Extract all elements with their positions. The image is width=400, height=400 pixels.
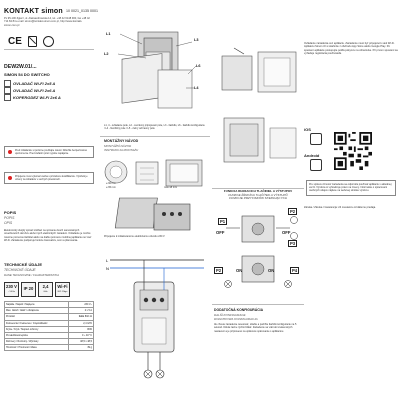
dim-2: ⌀ 65 mm xyxy=(106,186,116,189)
config-subtitle-2: DODATKOWA KONFIGURACJA xyxy=(214,317,258,321)
dim-3: max 48 mm xyxy=(164,186,178,189)
brand-simon: simon xyxy=(41,8,63,15)
p2-label-bottom: P2 xyxy=(214,267,224,274)
callout-l6: L6 xyxy=(196,64,201,68)
ce-mark-icon: CE xyxy=(8,36,22,47)
install-subtitle-2: INSTRUKCJA MONTAŻU xyxy=(104,148,139,152)
variant-1: OVLADAČ Wi-Fi 2x5 A xyxy=(4,80,55,87)
device-insert-diagram xyxy=(114,197,191,231)
p2-label: P2 xyxy=(288,208,298,215)
middle-column: L1 L2 L3 L6 L4 L1, 4 - ovládacie pole, L… xyxy=(100,2,210,398)
divider xyxy=(212,304,304,305)
install-step-diagram xyxy=(221,47,297,93)
brand-logo: KONTAKT simon xyxy=(4,8,63,15)
divider xyxy=(212,188,304,189)
weee-bin-icon xyxy=(27,36,37,47)
model-code: DEW2W.01/... xyxy=(4,64,37,70)
warning-box-2: Pripojenie musí vykonať osoba s príslušn… xyxy=(4,172,94,185)
on-label-1: ON xyxy=(236,268,243,273)
tech-subtitle-2: DANE TECHNICZNE / CHARAKTERISTIKA xyxy=(4,273,60,277)
cover-mount-diagram xyxy=(223,117,297,163)
app-column: Ovládanie zariadenia cez aplikáciu. Zari… xyxy=(304,2,398,398)
android-label: Android xyxy=(304,153,320,158)
install-title: MONTÁŽNY NÁVOD xyxy=(104,139,139,143)
qr-code-icon xyxy=(334,132,372,170)
functions-title: FUNKCIA RIADIACICH TLAČIDIEL A VÝSTUPOV … xyxy=(223,189,293,201)
callout-l2: L2 xyxy=(104,52,109,56)
p4-label: P4 xyxy=(290,267,300,274)
wifi-badge: Wi-Fi 802.11bgn xyxy=(55,282,70,297)
warranty-text: Záruka / Záruka / Gwarancja: 24 mesiacov… xyxy=(304,206,376,209)
product-id: 10 0021_0135 0001 xyxy=(66,9,98,13)
off-label-1: OFF xyxy=(216,230,225,235)
off-label-2: OFF xyxy=(282,230,291,235)
config-title: DODATOČNÁ KONFIGURÁCIA xyxy=(214,308,264,312)
switch-icon xyxy=(4,80,11,87)
popis-subtitle: POPIS xyxy=(4,216,15,220)
model-name: SIMON 54 DO SWITCHO xyxy=(4,72,50,77)
divider xyxy=(4,49,94,50)
warning-text-2: Pripojenie musí vykonať osoba s príslušn… xyxy=(15,175,88,182)
callout-l3: L3 xyxy=(194,38,199,42)
callout-l1: L1 xyxy=(106,32,111,36)
popis-subtitle-2: OPIS xyxy=(4,221,13,225)
switch-icon xyxy=(4,94,11,101)
spec-badges: 230 V ~ 50 Hz IP 20 2,4 GHz Wi-Fi 802.11… xyxy=(4,282,70,297)
exploded-view-diagram xyxy=(117,31,197,109)
parts-caption: L1, 4 - ovládacie pole, L2 - svorkový pr… xyxy=(104,124,205,131)
functions-column: FUNKCIA RIADIACICH TLAČIDIEL A VÝSTUPOV … xyxy=(212,2,304,398)
app-store-icon xyxy=(310,133,322,145)
voltage-badge: 230 V ~ 50 Hz xyxy=(4,282,19,297)
variant-2: OVLADAČ Wi-Fi 2x6 A xyxy=(4,87,55,94)
app-intro-text: Ovládanie zariadenia cez aplikáciu. Zari… xyxy=(304,42,398,56)
warning-box-1: Pred inštaláciou si pozorne prečítajte n… xyxy=(4,146,94,159)
variant-3: KOPERGDEZ Wi-Fi 2x6 A xyxy=(4,94,61,101)
config-subtitle: DALŠÍ KONFIGURACE xyxy=(214,313,246,317)
p1-label: P1 xyxy=(218,218,228,225)
on-label-2: ON xyxy=(268,268,275,273)
popis-text: Elektronický dvojitý spínač slúžiaci na … xyxy=(4,229,92,242)
left-column: KONTAKT simon 10 0021_0135 0001 PL 95-10… xyxy=(2,2,98,398)
cert-logos: CE xyxy=(8,36,54,47)
svg-text:L: L xyxy=(106,258,109,263)
tech-subtitle: TECHNICKÉ ÚDAJE xyxy=(4,268,36,272)
popis-title: POPIS xyxy=(4,210,17,215)
button-function-diagram-2 xyxy=(224,255,292,288)
dim-1: ⌀ 60 mm xyxy=(106,182,116,185)
frequency-badge: 2,4 GHz xyxy=(38,282,53,297)
ios-label: iOS xyxy=(304,127,311,132)
warning-text-1: Pred inštaláciou si pozorne prečítajte n… xyxy=(15,149,87,156)
globe-icon xyxy=(42,36,54,47)
svg-text:N: N xyxy=(106,266,109,271)
divider xyxy=(100,136,210,137)
wiring-diagram: L N xyxy=(106,258,204,379)
connection-note: Pripojenie k inštalovanému elektrickému … xyxy=(104,235,165,238)
button-function-diagram xyxy=(226,215,298,243)
mounting-box-diagram xyxy=(104,159,203,187)
switch-icon xyxy=(4,87,11,94)
install-subtitle: MONTÁŽNÍ NÁVOD xyxy=(104,144,132,148)
company-address: PL 95-100 Zgierz, ul. Aleksandrowska 14,… xyxy=(4,17,90,27)
app-info-box: Pre správnu činnosť zariadenia sa odporú… xyxy=(306,180,396,196)
brand-kontakt: KONTAKT xyxy=(4,8,40,15)
p3-label: P3 xyxy=(288,240,298,247)
config-text: Ak chcete zariadenie resetovať, stlačte … xyxy=(214,323,297,333)
callout-l4: L4 xyxy=(194,86,199,90)
tech-title: TECHNICKÉ ÚDAJE xyxy=(4,262,43,267)
warning-icon xyxy=(8,176,12,180)
google-play-icon xyxy=(310,159,322,171)
warning-icon xyxy=(8,150,12,154)
ip-badge: IP 20 xyxy=(21,282,36,297)
